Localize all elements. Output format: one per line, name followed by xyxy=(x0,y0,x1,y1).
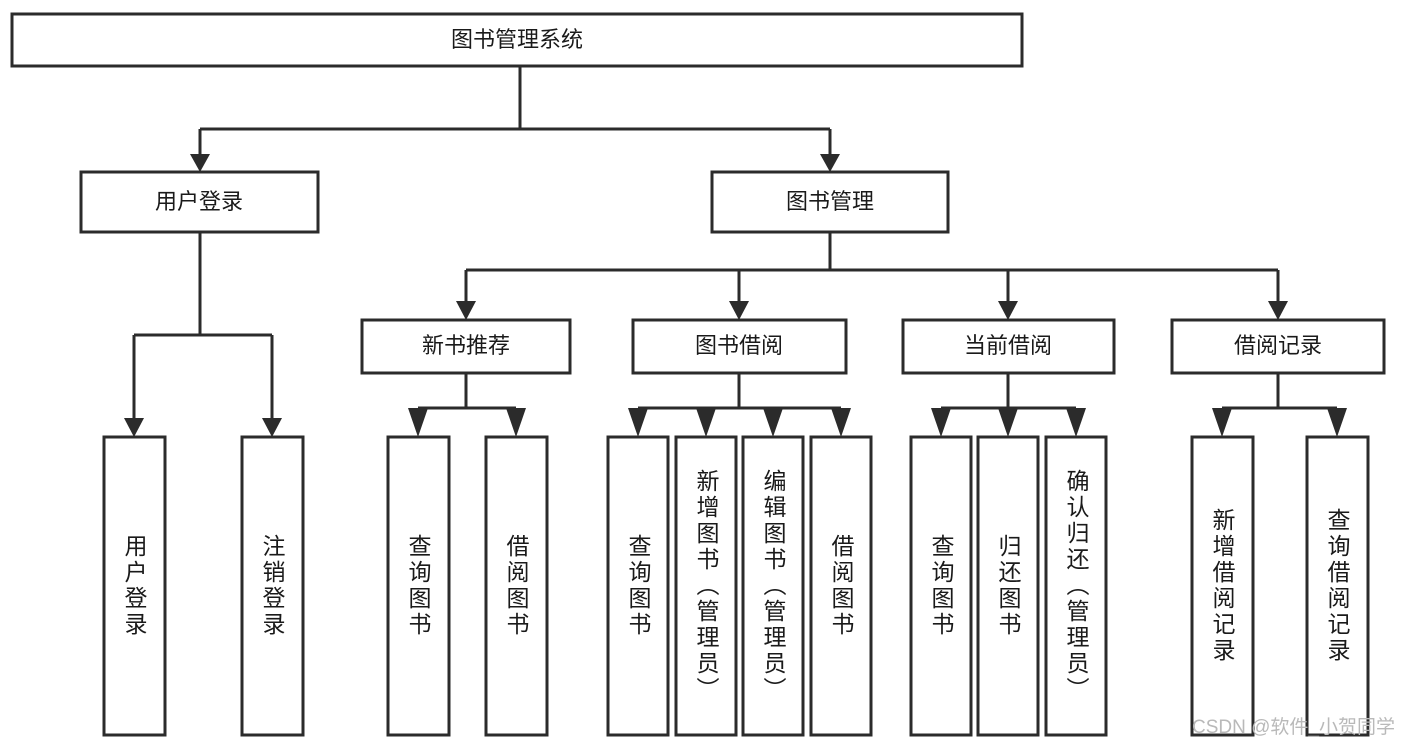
arrow-nbr-leaf-1 xyxy=(408,408,428,437)
arrow-nbr-leaf-2 xyxy=(506,408,526,437)
arrow-br-leaf-1 xyxy=(1212,408,1232,437)
node-book-management-box[interactable] xyxy=(710,170,950,234)
arrow-bb-leaf-4 xyxy=(831,408,851,437)
node-user-login[interactable]: 用户登录 xyxy=(79,170,320,234)
connectors-borrow-record-to-leaves xyxy=(1212,373,1347,437)
leaf-return-book-label: 归还图书 xyxy=(995,534,1022,638)
connectors-current-borrow-to-leaves xyxy=(931,373,1086,437)
connectors-new-book-recommend-to-leaves xyxy=(408,373,526,437)
leaf-query-book-2[interactable]: 查询图书 xyxy=(606,435,670,737)
leaf-query-book-3-box[interactable] xyxy=(909,435,973,737)
node-root-label: 图书管理系统 xyxy=(451,27,583,52)
node-borrow-record[interactable]: 借阅记录 xyxy=(1170,318,1386,375)
leaf-confirm-return[interactable]: 确认归还（管理员） xyxy=(1044,435,1108,737)
node-root-box[interactable] xyxy=(10,12,1024,68)
arrow-br-leaf-2 xyxy=(1327,408,1347,437)
node-borrow-record-label: 借阅记录 xyxy=(1234,333,1322,358)
arrow-to-book-borrow xyxy=(729,301,749,320)
node-user-login-label: 用户登录 xyxy=(155,189,243,214)
leaf-query-book-3[interactable]: 查询图书 xyxy=(909,435,973,737)
leaf-confirm-return-box[interactable] xyxy=(1044,435,1108,737)
leaf-user-logout-box[interactable] xyxy=(240,435,305,737)
node-user-login-box[interactable] xyxy=(79,170,320,234)
leaf-query-book-1-label: 查询图书 xyxy=(405,534,432,638)
leaf-query-record-box[interactable] xyxy=(1305,435,1370,737)
node-book-management[interactable]: 图书管理 xyxy=(710,170,950,234)
connectors-book-management-to-level3 xyxy=(456,232,1288,320)
leaf-return-book[interactable]: 归还图书 xyxy=(976,435,1040,737)
arrow-cb-leaf-3 xyxy=(1066,408,1086,437)
node-new-book-recommend-label: 新书推荐 xyxy=(422,333,510,358)
node-new-book-recommend-box[interactable] xyxy=(360,318,572,375)
leaf-add-record-label: 新增借阅记录 xyxy=(1209,508,1236,664)
node-book-borrow[interactable]: 图书借阅 xyxy=(631,318,848,375)
leaf-edit-book[interactable]: 编辑图书（管理员） xyxy=(741,435,805,737)
leaf-edit-book-label: 编辑图书（管理员） xyxy=(760,469,787,703)
node-current-borrow[interactable]: 当前借阅 xyxy=(901,318,1116,375)
arrow-user-login-leaf-2 xyxy=(262,418,282,437)
leaf-return-book-box[interactable] xyxy=(976,435,1040,737)
leaf-user-login-box[interactable] xyxy=(102,435,167,737)
arrow-to-book-management xyxy=(820,154,840,172)
arrow-to-current-borrow xyxy=(998,301,1018,320)
leaf-borrow-book-1-box[interactable] xyxy=(484,435,549,737)
leaf-user-login-label: 用户登录 xyxy=(121,534,148,638)
leaf-add-book-label: 新增图书（管理员） xyxy=(693,469,720,703)
leaf-user-login[interactable]: 用户登录 xyxy=(102,435,167,737)
leaf-query-book-1[interactable]: 查询图书 xyxy=(386,435,451,737)
arrow-cb-leaf-2 xyxy=(998,408,1018,437)
leaf-borrow-book-2[interactable]: 借阅图书 xyxy=(809,435,873,737)
leaf-borrow-book-2-box[interactable] xyxy=(809,435,873,737)
leaf-add-record[interactable]: 新增借阅记录 xyxy=(1190,435,1255,737)
leaf-query-book-1-box[interactable] xyxy=(386,435,451,737)
arrow-to-new-book-recommend xyxy=(456,301,476,320)
leaf-query-book-3-label: 查询图书 xyxy=(928,534,955,638)
leaf-query-book-2-label: 查询图书 xyxy=(625,534,652,638)
leaf-borrow-book-1-label: 借阅图书 xyxy=(503,534,530,638)
arrow-cb-leaf-1 xyxy=(931,408,951,437)
connectors-user-login-to-leaves xyxy=(124,232,282,437)
leaf-user-logout-label: 注销登录 xyxy=(259,534,286,638)
arrow-to-borrow-record xyxy=(1268,301,1288,320)
leaf-edit-book-box[interactable] xyxy=(741,435,805,737)
node-book-borrow-label: 图书借阅 xyxy=(695,333,783,358)
leaf-query-record[interactable]: 查询借阅记录 xyxy=(1305,435,1370,737)
arrow-bb-leaf-2 xyxy=(696,408,716,437)
arrow-user-login-leaf-1 xyxy=(124,418,144,437)
arrow-bb-leaf-1 xyxy=(628,408,648,437)
connectors-root-to-level2 xyxy=(190,66,840,172)
leaf-confirm-return-label: 确认归还（管理员） xyxy=(1063,469,1090,703)
leaf-add-record-box[interactable] xyxy=(1190,435,1255,737)
leaf-query-record-label: 查询借阅记录 xyxy=(1324,508,1351,664)
node-borrow-record-box[interactable] xyxy=(1170,318,1386,375)
node-book-management-label: 图书管理 xyxy=(786,189,874,214)
node-book-borrow-box[interactable] xyxy=(631,318,848,375)
leaf-borrow-book-2-label: 借阅图书 xyxy=(828,534,855,638)
node-root[interactable]: 图书管理系统 xyxy=(10,12,1024,68)
connectors-book-borrow-to-leaves xyxy=(628,373,851,437)
leaf-add-book[interactable]: 新增图书（管理员） xyxy=(674,435,738,737)
arrow-to-user-login xyxy=(190,154,210,172)
leaf-query-book-2-box[interactable] xyxy=(606,435,670,737)
leaf-add-book-box[interactable] xyxy=(674,435,738,737)
node-current-borrow-box[interactable] xyxy=(901,318,1116,375)
arrow-bb-leaf-3 xyxy=(763,408,783,437)
node-new-book-recommend[interactable]: 新书推荐 xyxy=(360,318,572,375)
leaf-user-logout[interactable]: 注销登录 xyxy=(240,435,305,737)
leaf-borrow-book-1[interactable]: 借阅图书 xyxy=(484,435,549,737)
node-current-borrow-label: 当前借阅 xyxy=(964,333,1052,358)
